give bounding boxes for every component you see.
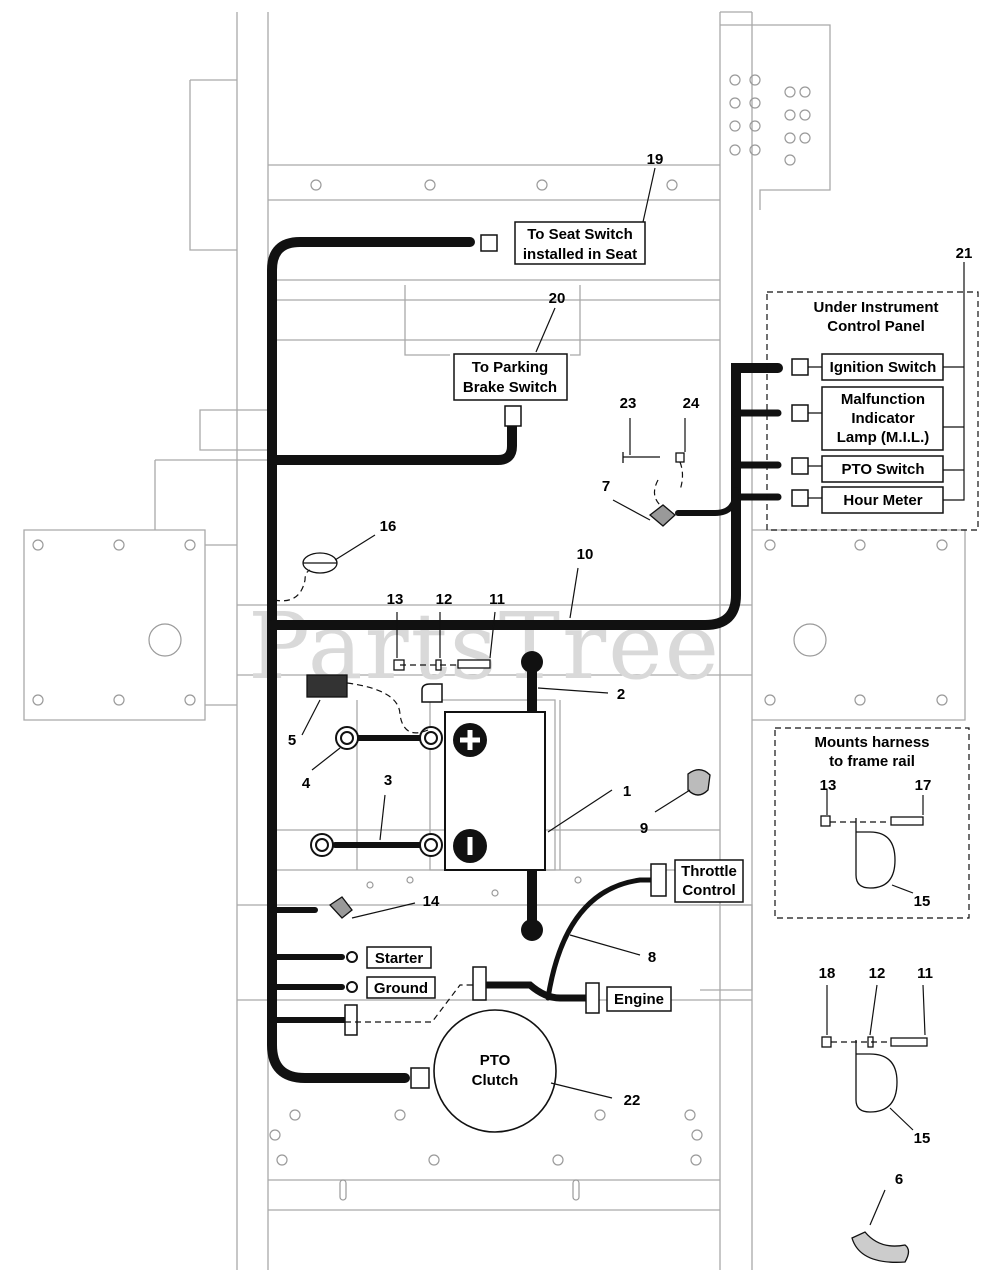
pto-clutch-circle	[433, 1009, 557, 1133]
part-number-6: 6	[895, 1171, 903, 1188]
pto-clutch-label-1: PTO	[480, 1052, 511, 1069]
chassis-frame	[23, 11, 966, 1270]
hour-meter-label: Hour Meter	[843, 492, 922, 509]
part-number-18: 18	[819, 965, 836, 982]
part-number-23: 23	[620, 395, 637, 412]
part-number-16: 16	[380, 518, 397, 535]
part-number-1: 1	[623, 783, 631, 800]
cable-end-top	[521, 651, 543, 673]
part-number-22: 22	[624, 1092, 641, 1109]
part-number-14: 14	[423, 893, 440, 910]
frame-holes	[32, 74, 948, 1201]
starter-label: Starter	[375, 950, 424, 967]
part-number-7: 7	[602, 478, 610, 495]
dashed-lines	[273, 291, 979, 1043]
part-number-11: 11	[489, 591, 505, 608]
part-number-21: 21	[956, 245, 973, 262]
ring-terminals	[310, 726, 443, 993]
detail-b-15: 15	[914, 1130, 931, 1147]
part-number-5: 5	[288, 732, 296, 749]
part-number-19: 19	[647, 151, 664, 168]
leader-lines	[301, 167, 965, 1226]
mil-label-1: Malfunction	[841, 391, 925, 408]
pto-clutch-label-2: Clutch	[472, 1072, 519, 1089]
mil-label-2: Indicator	[851, 410, 915, 427]
parking-brake-label-1: To Parking	[472, 359, 548, 376]
part-number-24: 24	[683, 395, 700, 412]
part-number-2: 2	[617, 686, 625, 703]
detail-a-13: 13	[820, 777, 837, 794]
ignition-switch-label: Ignition Switch	[830, 359, 937, 376]
seat-switch-label-1: To Seat Switch	[527, 226, 633, 243]
main-harness	[267, 237, 783, 1083]
throttle-label-2: Control	[682, 882, 735, 899]
engine-label: Engine	[614, 991, 664, 1008]
ground-label: Ground	[374, 980, 428, 997]
mounts-label-2: to frame rail	[829, 753, 915, 770]
part-number-4: 4	[302, 775, 311, 792]
detail-b-11: 11	[917, 965, 933, 982]
mil-label-3: Lamp (M.I.L.)	[837, 429, 930, 446]
label-boxes	[366, 221, 944, 1012]
part-number-13: 13	[387, 591, 404, 608]
part-number-9: 9	[640, 820, 648, 837]
part-number-3: 3	[384, 772, 392, 789]
cable-end-bottom	[521, 919, 543, 941]
under-panel-label-2: Control Panel	[827, 318, 925, 335]
battery	[444, 711, 546, 871]
part-number-12: 12	[436, 591, 453, 608]
part-number-17: 17	[915, 777, 932, 794]
throttle-label-1: Throttle	[681, 863, 737, 880]
part-number-8: 8	[648, 949, 656, 966]
part-number-10: 10	[577, 546, 594, 563]
terminal-cover	[421, 683, 443, 703]
connectors	[344, 234, 809, 1089]
detail-b-12: 12	[869, 965, 886, 982]
small-parts	[302, 452, 928, 1263]
under-panel-label-1: Under Instrument	[813, 299, 938, 316]
seat-switch-label-2: installed in Seat	[523, 246, 637, 263]
part-number-20: 20	[549, 290, 566, 307]
parking-brake-label-2: Brake Switch	[463, 379, 557, 396]
mounts-label-1: Mounts harness	[814, 734, 929, 751]
part-number-15: 15	[914, 893, 931, 910]
pto-switch-label: PTO Switch	[841, 461, 924, 478]
